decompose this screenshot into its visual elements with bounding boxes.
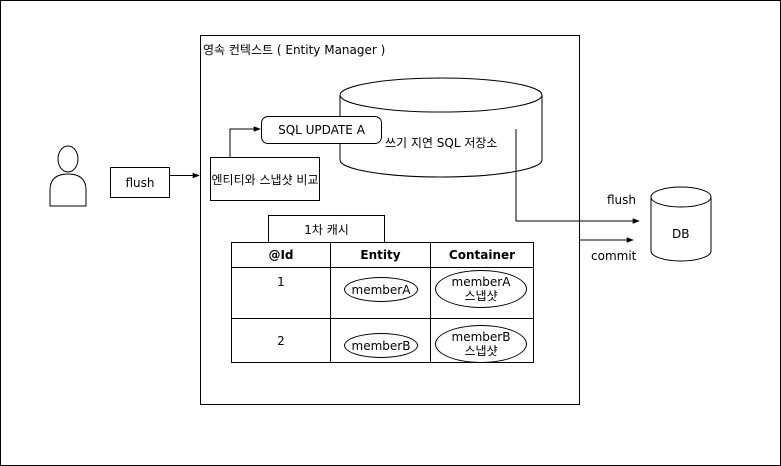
- header-entity: Entity: [330, 242, 431, 268]
- entity-label: memberB: [351, 338, 411, 353]
- flush-button-box: flush: [110, 167, 170, 198]
- table-row: 1 memberA memberA 스냅샷: [231, 267, 534, 319]
- flush-to-db-label: flush: [607, 193, 637, 207]
- row-snapshot-cell: memberB 스냅샷: [430, 318, 534, 363]
- context-title: 영속 컨텍스트 ( Entity Manager ): [203, 43, 386, 57]
- snapshot-sub-label: 스냅샷: [464, 344, 498, 358]
- arrow-compare-to-sql: [229, 126, 261, 157]
- row-id: 2: [231, 318, 331, 363]
- row-entity-cell: memberB: [330, 318, 431, 363]
- row-id: 1: [231, 267, 331, 319]
- first-level-cache-table: @Id Entity Container 1 memberA memberA 스…: [231, 242, 534, 363]
- compare-box: 엔티티와 스냅샷 비교: [210, 157, 320, 201]
- sql-store-label: 쓰기 지연 SQL 저장소: [385, 136, 498, 150]
- cache-title: 1차 캐시: [268, 215, 385, 242]
- arrow-flush-to-db: [515, 129, 640, 224]
- sql-update-box: SQL UPDATE A: [261, 116, 382, 144]
- header-id: @Id: [231, 242, 331, 268]
- entity-ellipse: memberB: [344, 333, 418, 358]
- snapshot-ellipse: memberB 스냅샷: [435, 325, 527, 363]
- row-snapshot-cell: memberA 스냅샷: [430, 267, 534, 319]
- row-entity-cell: memberA: [330, 267, 431, 319]
- snapshot-label: memberA: [451, 275, 511, 289]
- header-container: Container: [430, 242, 534, 268]
- commit-label: commit: [591, 249, 637, 263]
- entity-ellipse: memberA: [344, 277, 418, 302]
- table-header-row: @Id Entity Container: [231, 242, 534, 268]
- snapshot-ellipse: memberA 스냅샷: [435, 270, 527, 308]
- user-actor-icon: [49, 145, 87, 207]
- table-row: 2 memberB memberB 스냅샷: [231, 318, 534, 363]
- entity-label: memberA: [351, 282, 411, 297]
- sql-store-cylinder: [339, 77, 543, 178]
- db-cylinder: [650, 186, 712, 262]
- persistence-context-frame: [200, 35, 580, 405]
- snapshot-sub-label: 스냅샷: [464, 289, 498, 303]
- snapshot-label: memberB: [451, 330, 511, 344]
- db-label: DB: [672, 227, 690, 241]
